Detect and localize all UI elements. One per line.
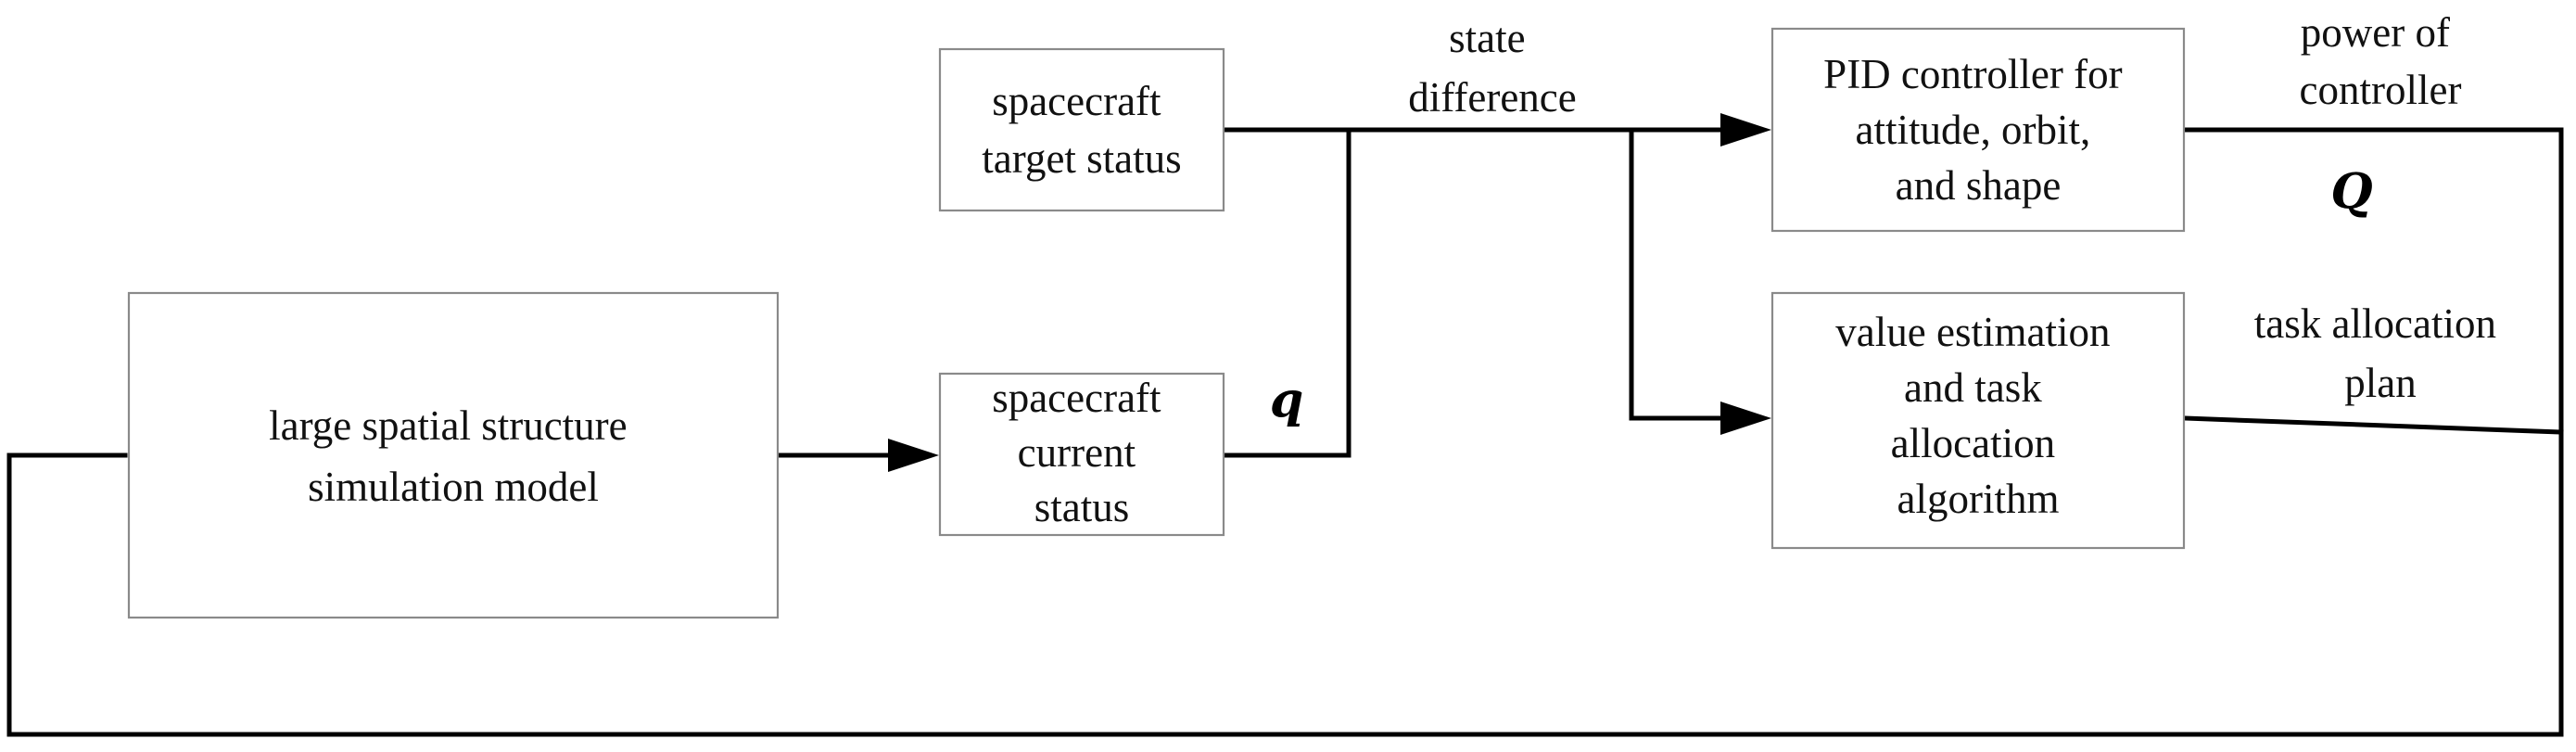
wire-pid-output	[6, 127, 2564, 737]
q-symbol: q	[1270, 372, 1303, 428]
arrowhead-pid	[1720, 113, 1771, 147]
task-allocation-box: value estimation and task allocation alg…	[1770, 291, 2186, 550]
pid-controller-box: PID controller for attitude, orbit, and …	[1770, 27, 2186, 233]
Q-symbol: Q	[2330, 163, 2372, 220]
target-status-label: spacecraft target status	[982, 78, 1181, 182]
arrowhead-task	[1720, 401, 1771, 435]
current-status-label: spacecraft current status	[992, 375, 1172, 530]
wire-branch-to-task	[1629, 127, 1723, 421]
task-allocation-label: value estimation and task allocation alg…	[1835, 309, 2120, 522]
task-allocation-plan-label: task allocation plan	[2254, 300, 2506, 406]
connectors	[6, 113, 2564, 737]
simulation-model-box: large spatial structure simulation model	[127, 291, 780, 619]
power-of-controller-label: power of controller	[2300, 9, 2462, 113]
arrowhead-current-status	[888, 439, 939, 472]
pid-controller-label: PID controller for attitude, orbit, and …	[1823, 51, 2133, 209]
simulation-model-label: large spatial structure simulation model	[269, 402, 638, 510]
state-difference-label: state difference	[1408, 15, 1577, 121]
wire-current-to-junction	[1222, 127, 1351, 458]
wire-task-output	[2182, 415, 2564, 435]
current-status-box: spacecraft current status	[938, 372, 1225, 537]
target-status-box: spacecraft target status	[938, 47, 1225, 212]
